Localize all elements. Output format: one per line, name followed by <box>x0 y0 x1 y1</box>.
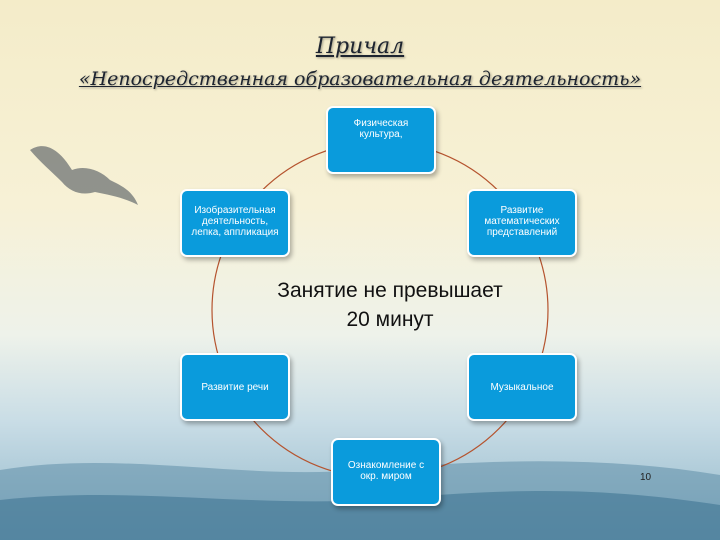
page-subtitle: «Непосредственная образовательная деятел… <box>78 68 642 90</box>
sea-wave-front <box>0 490 720 540</box>
center-caption-line1: Занятие не превышает <box>277 279 503 302</box>
node-music: Музыкальное <box>467 353 577 421</box>
seagull-icon <box>30 146 138 205</box>
node-math: Развитие математических представлений <box>467 189 577 257</box>
center-caption: Занятие не превышает 20 минут <box>230 276 550 334</box>
center-caption-line2: 20 минут <box>346 308 434 331</box>
node-visual-arts: Изобразительная деятельность, лепка, апп… <box>180 189 290 257</box>
page-title: Причал <box>315 34 405 59</box>
node-speech: Развитие речи <box>180 353 290 421</box>
node-environment: Ознакомление с окр. миром <box>331 438 441 506</box>
page-number: 10 <box>640 472 652 483</box>
node-physical-culture: Физическая культура, <box>326 106 436 174</box>
